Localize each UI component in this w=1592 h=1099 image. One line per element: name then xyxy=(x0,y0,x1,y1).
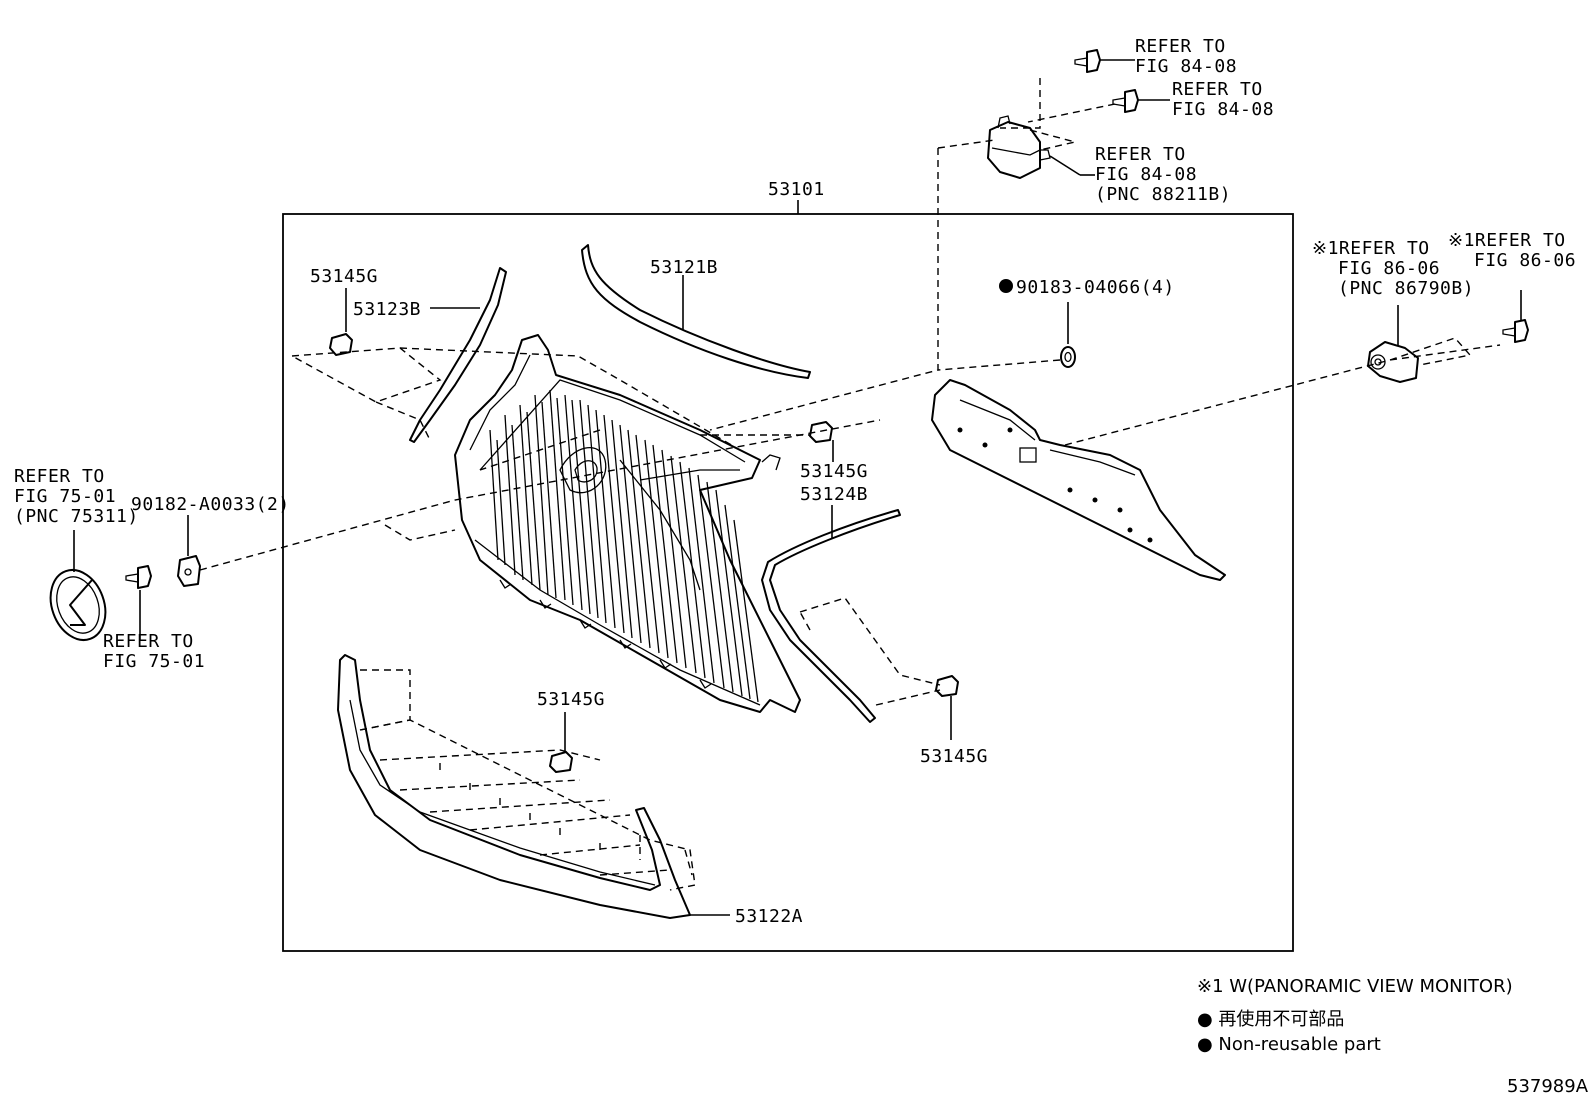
label-90182: 90182-A0033(2) xyxy=(131,494,290,515)
refer-86-06-b-line2: FIG 86-06 xyxy=(1474,250,1576,271)
assembly-guides xyxy=(199,78,1501,891)
washer-90183 xyxy=(1060,346,1076,368)
molding-53124b xyxy=(761,505,901,723)
nut-90182 xyxy=(177,515,201,587)
label-53121b: 53121B xyxy=(650,257,718,278)
refer-86-06-a-line2: FIG 86-06 xyxy=(1338,258,1440,279)
camera-module xyxy=(1367,305,1419,383)
refer-86-06-a-line3: (PNC 86790B) xyxy=(1338,278,1474,299)
grille-body xyxy=(454,334,801,713)
legend-note: ※1 W(PANORAMIC VIEW MONITOR) xyxy=(1197,976,1513,997)
refer-86-06-b: ※1REFER TO FIG 86-06 xyxy=(1448,230,1577,271)
legend-nonreusable-en: ● Non-reusable part xyxy=(1197,1034,1381,1055)
refer-75-01-b: REFER TO FIG 75-01 xyxy=(103,631,205,672)
refer-84-08-b-line1: REFER TO xyxy=(1172,79,1263,100)
label-53124b: 53124B xyxy=(800,484,868,505)
legend-nonreusable-jp: ● 再使用不可部品 xyxy=(1197,1009,1344,1030)
refer-84-08-c-line2: FIG 84-08 xyxy=(1095,164,1197,185)
label-53122a: 53122A xyxy=(735,906,803,927)
refer-86-06-b-line1: ※1REFER TO xyxy=(1448,230,1566,251)
refer-86-06-a-line1: ※1REFER TO xyxy=(1312,238,1430,259)
refer-75-01-b-line2: FIG 75-01 xyxy=(103,651,205,672)
molding-53122a xyxy=(337,654,730,919)
screw-top-2 xyxy=(1112,89,1170,113)
refer-84-08-a-line1: REFER TO xyxy=(1135,36,1226,57)
label-53145g-mid: 53145G xyxy=(800,461,868,482)
screw-camera xyxy=(1502,290,1529,343)
label-53101: 53101 xyxy=(768,179,825,200)
clip-53145g-top xyxy=(329,288,353,356)
label-53145g-bottom: 53145G xyxy=(537,689,605,710)
label-53145g-top: 53145G xyxy=(310,266,378,287)
screw-top-1 xyxy=(1074,49,1135,73)
molding-53123b xyxy=(409,267,507,443)
refer-86-06-a: ※1REFER TO FIG 86-06 (PNC 86790B) xyxy=(1312,238,1474,299)
refer-84-08-c-line1: REFER TO xyxy=(1095,144,1186,165)
clip-53145g-bottom xyxy=(549,712,573,773)
refer-84-08-b-line2: FIG 84-08 xyxy=(1172,99,1274,120)
clip-53145g-right xyxy=(935,675,959,740)
washer-hole xyxy=(1064,351,1072,363)
refer-84-08-c: REFER TO FIG 84-08 (PNC 88211B) xyxy=(1095,144,1231,205)
refer-84-08-b: REFER TO FIG 84-08 xyxy=(1172,79,1274,120)
refer-75-01-b-line1: REFER TO xyxy=(103,631,194,652)
refer-75-01-a-line3: (PNC 75311) xyxy=(14,506,139,527)
refer-75-01-a: REFER TO FIG 75-01 (PNC 75311) xyxy=(14,466,139,527)
refer-84-08-a-line2: FIG 84-08 xyxy=(1135,56,1237,77)
label-53123b: 53123B xyxy=(353,299,421,320)
figure-id: 537989A xyxy=(1507,1076,1589,1097)
refer-75-01-a-line2: FIG 75-01 xyxy=(14,486,116,507)
label-90183: 90183-04066(4) xyxy=(1016,277,1175,298)
emblem xyxy=(49,530,107,641)
refer-84-08-a: REFER TO FIG 84-08 xyxy=(1135,36,1237,77)
refer-84-08-c-line3: (PNC 88211B) xyxy=(1095,184,1231,205)
clip-53145g-mid xyxy=(809,421,834,462)
non-reusable-marker xyxy=(999,279,1013,293)
sensor-module xyxy=(987,115,1095,179)
assembly-frame xyxy=(282,213,1294,952)
label-53145g-right: 53145G xyxy=(920,746,988,767)
screw-emblem xyxy=(125,565,152,640)
refer-75-01-a-line1: REFER TO xyxy=(14,466,105,487)
bracket-plate xyxy=(931,379,1226,581)
molding-53121b xyxy=(581,244,811,379)
